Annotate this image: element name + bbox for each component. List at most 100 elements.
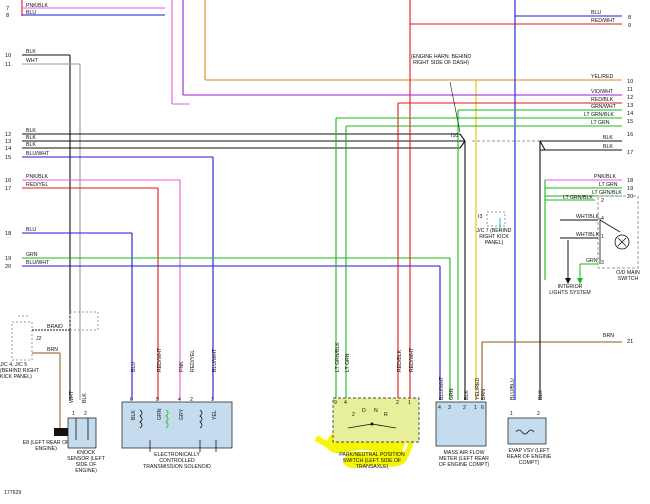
left-wire-label: BLU bbox=[26, 227, 36, 233]
left-wire-label: BLU bbox=[26, 10, 36, 16]
coil-icon bbox=[199, 409, 203, 429]
maf-pin: 2 bbox=[463, 405, 466, 411]
ects-label: ELECTRONICALLY CONTROLLED TRANSMISSION S… bbox=[143, 452, 211, 470]
maf-pin: 3 bbox=[448, 405, 451, 411]
ects-wire: PNK bbox=[179, 361, 185, 372]
od-wire-label: LT GRN/BLK bbox=[563, 195, 593, 201]
left-wire-label: BLK bbox=[26, 135, 36, 141]
right-num: 13 bbox=[627, 103, 633, 109]
evap-label: EVAP VSV (LEFT REAR OF ENGINE COMPT) bbox=[506, 448, 552, 466]
evap-pin: 2 bbox=[537, 411, 540, 417]
od-pin: 3 bbox=[601, 260, 604, 266]
jc4-jc5-connector: BRAID J2 BRN J/C 4, J/C 5 (BEHIND RIGHT … bbox=[0, 311, 99, 400]
maf-wire: BLK bbox=[464, 390, 470, 400]
right-harness-lines bbox=[183, 0, 622, 400]
ground-arrow-icon bbox=[565, 278, 571, 284]
pnp-position: N bbox=[374, 408, 378, 414]
evap-wire: BLK bbox=[538, 390, 544, 400]
i10-junction bbox=[459, 133, 622, 400]
right-num: 9 bbox=[628, 23, 631, 29]
ects-wire: BLU/WHT bbox=[212, 348, 218, 372]
left-num: 17 bbox=[5, 186, 11, 192]
pnp-wire: RED/BLK bbox=[397, 349, 403, 372]
knock-pin: 2 bbox=[84, 411, 87, 417]
right-wire-label: LT GRN bbox=[599, 182, 618, 188]
right-wire-label: RED/WHT bbox=[591, 18, 616, 24]
right-wire-label: RED/BLK bbox=[591, 97, 614, 103]
pnp-wire: LT GRN bbox=[345, 353, 351, 372]
coil-icon bbox=[139, 409, 143, 429]
right-label-group: BLU 8 RED/WHT 9 YEL/RED 10 VIO/WHT 11 RE… bbox=[584, 10, 633, 345]
maf-wire: BLU/WHT bbox=[439, 376, 445, 400]
jc7-connector: I3 J/C 7 (BEHIND RIGHT KICK PANEL) bbox=[477, 211, 511, 246]
pnp-wire: LT GRN/BLK bbox=[335, 342, 341, 372]
ground-block-icon bbox=[54, 428, 68, 436]
right-num: 11 bbox=[627, 87, 633, 93]
pnp-wire: RED/WHT bbox=[409, 347, 415, 372]
left-num: 19 bbox=[5, 256, 11, 262]
left-num: 20 bbox=[5, 264, 11, 270]
left-wire-label: GRN bbox=[26, 252, 38, 258]
park-neutral-switch: LT GRN/BLK LT GRN RED/BLK RED/WHT 9 4 2 … bbox=[332, 342, 420, 470]
right-num: 19 bbox=[627, 186, 633, 192]
left-num: 14 bbox=[5, 146, 11, 152]
left-num: 13 bbox=[5, 139, 11, 145]
e8-label: E8 (LEFT REAR OF ENGINE) bbox=[22, 440, 70, 452]
pnp-pin: 1 bbox=[408, 400, 411, 406]
ects-pin: 6 bbox=[130, 397, 133, 403]
maf-wire: GRN bbox=[449, 388, 455, 400]
evap-pin: 1 bbox=[510, 411, 513, 417]
ects-wire: RED/WHT bbox=[157, 347, 163, 372]
ground-arrow-icon bbox=[577, 278, 583, 284]
knock-wire: WHT bbox=[69, 390, 75, 403]
ects-terminal: GRY bbox=[179, 408, 185, 420]
right-wire-label: GRN/WHT bbox=[591, 104, 617, 110]
od-wire-label: GRN bbox=[586, 258, 598, 264]
maf-wire: YEL/RED bbox=[475, 378, 481, 400]
left-wire-label: BLK bbox=[26, 128, 36, 134]
maf-pin: 6 bbox=[481, 405, 484, 411]
left-num: 11 bbox=[5, 62, 11, 68]
maf-label: MASS AIR FLOW METER (LEFT REAR OF ENGINE… bbox=[438, 450, 490, 468]
ects-pin: 5 bbox=[156, 397, 159, 403]
pnp-pin: 9 bbox=[334, 400, 337, 406]
knock-pin: 1 bbox=[72, 411, 75, 417]
od-wire-label: WHT/BLK bbox=[576, 232, 600, 238]
left-wire-label: BLK bbox=[26, 142, 36, 148]
connector-i3-label: I3 bbox=[478, 214, 482, 220]
coil-icon bbox=[515, 429, 535, 435]
left-num: 8 bbox=[6, 13, 9, 19]
right-wire-label: BRN bbox=[603, 333, 614, 339]
ects-terminal: GRN bbox=[157, 408, 163, 420]
maf-wire: BRN bbox=[481, 389, 487, 400]
ect-solenoid: BLU RED/WHT PNK RED/YEL BLU/WHT 6 5 4 2 … bbox=[121, 347, 233, 470]
knock-wire: BLK bbox=[82, 393, 88, 403]
ects-pin: 4 bbox=[178, 397, 181, 403]
pnp-position: 2 bbox=[352, 412, 355, 418]
left-wire-label: BLU/WHT bbox=[26, 260, 50, 266]
ects-pin: 2 bbox=[190, 397, 193, 403]
left-num: 15 bbox=[5, 155, 11, 161]
right-num: 14 bbox=[627, 111, 633, 117]
ects-terminal: BLK bbox=[131, 410, 137, 420]
right-num: 21 bbox=[627, 339, 633, 345]
j2-label: J2 bbox=[36, 336, 42, 342]
right-wire-label: LT GRN/BLK bbox=[584, 112, 614, 118]
right-num: 17 bbox=[627, 150, 633, 156]
left-wire-label: PNK/BLK bbox=[26, 3, 48, 9]
right-num: 12 bbox=[627, 95, 633, 101]
od-pin: 1 bbox=[601, 234, 604, 240]
coil-icon bbox=[165, 409, 169, 429]
left-label-group: 7 PNK/BLK 8 BLU 10 BLK 11 WHT 12 BLK 13 … bbox=[5, 3, 50, 270]
right-num: 10 bbox=[627, 79, 633, 85]
pnp-pin: 4 bbox=[344, 400, 347, 406]
left-wire-label: WHT bbox=[26, 58, 39, 64]
knock-sensor: E8 (LEFT REAR OF ENGINE) WHT BLK 1 2 KNO… bbox=[22, 390, 105, 474]
left-wire-label: BLK bbox=[26, 49, 36, 55]
evap-vsv: BLU/BLU BLK 1 2 EVAP VSV (LEFT REAR OF E… bbox=[506, 378, 552, 466]
left-num: 12 bbox=[5, 132, 11, 138]
right-num: 8 bbox=[628, 15, 631, 21]
evap-wire: BLU/BLU bbox=[510, 378, 516, 400]
brn-label: BRN bbox=[47, 347, 58, 353]
